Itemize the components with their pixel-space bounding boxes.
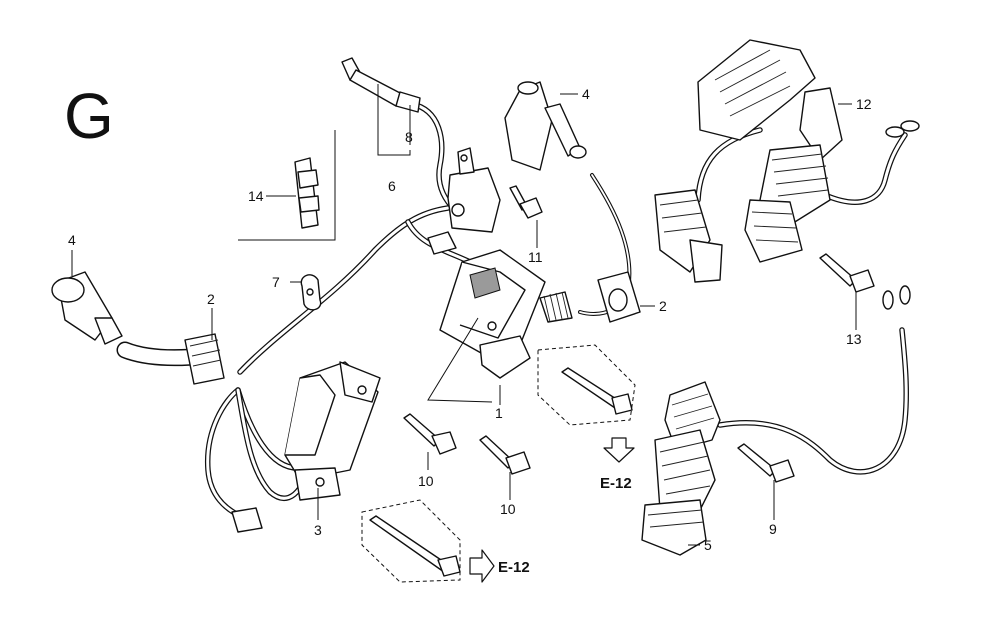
callout-labels: 1 2 2 3 4 4 5 6 7 8 9 10 10 11 12 13 14 <box>68 86 872 553</box>
ignition-wiring <box>205 101 909 521</box>
ignition-coil-3 <box>284 361 381 501</box>
inset-bolt-right <box>537 344 636 426</box>
callout-10-a: 10 <box>418 473 434 489</box>
bolt-9 <box>737 443 795 483</box>
plug-cap-4-left <box>51 271 123 345</box>
bolt-10-a <box>403 413 457 455</box>
callout-7: 7 <box>272 274 280 290</box>
callout-12: 12 <box>856 96 872 112</box>
callout-9: 9 <box>769 521 777 537</box>
callout-6: 6 <box>388 178 396 194</box>
group-letter: G <box>64 80 114 152</box>
clip-7 <box>300 274 322 311</box>
callout-5: 5 <box>704 537 712 553</box>
callout-1: 1 <box>495 405 503 421</box>
callout-2-left: 2 <box>207 291 215 307</box>
inset-bolt-bottom <box>361 499 461 583</box>
bolt-10-b <box>479 435 531 475</box>
plug-cap-4-top <box>504 81 587 171</box>
wire-connector <box>427 231 457 255</box>
ignition-coil-5 <box>641 285 911 556</box>
connector-bottom-left <box>231 507 263 533</box>
callout-10-b: 10 <box>500 501 516 517</box>
arrow-down-e12 <box>603 437 635 463</box>
grommet-2-right <box>597 271 641 323</box>
callout-14: 14 <box>248 188 264 204</box>
callout-13: 13 <box>846 331 862 347</box>
bolt-13 <box>819 253 875 293</box>
bolt-11 <box>509 185 543 219</box>
ignition-coil-1 <box>439 249 573 379</box>
callout-11: 11 <box>528 249 543 265</box>
callout-2-right: 2 <box>659 298 667 314</box>
filter-box <box>447 147 501 233</box>
arrow-right-e12 <box>469 549 495 583</box>
callout-3: 3 <box>314 522 322 538</box>
callout-8: 8 <box>405 129 413 145</box>
grommet-2-left <box>184 333 225 385</box>
spark-plug-wire-6 <box>341 57 421 113</box>
clip-14-inset <box>238 130 336 241</box>
callout-4-top: 4 <box>582 86 590 102</box>
ref-e12-bottom: E-12 <box>498 559 530 576</box>
ignition-coil-12 <box>654 39 920 283</box>
leader-lines <box>71 84 857 546</box>
callout-4-left: 4 <box>68 232 76 248</box>
ref-e12-right: E-12 <box>600 475 632 492</box>
